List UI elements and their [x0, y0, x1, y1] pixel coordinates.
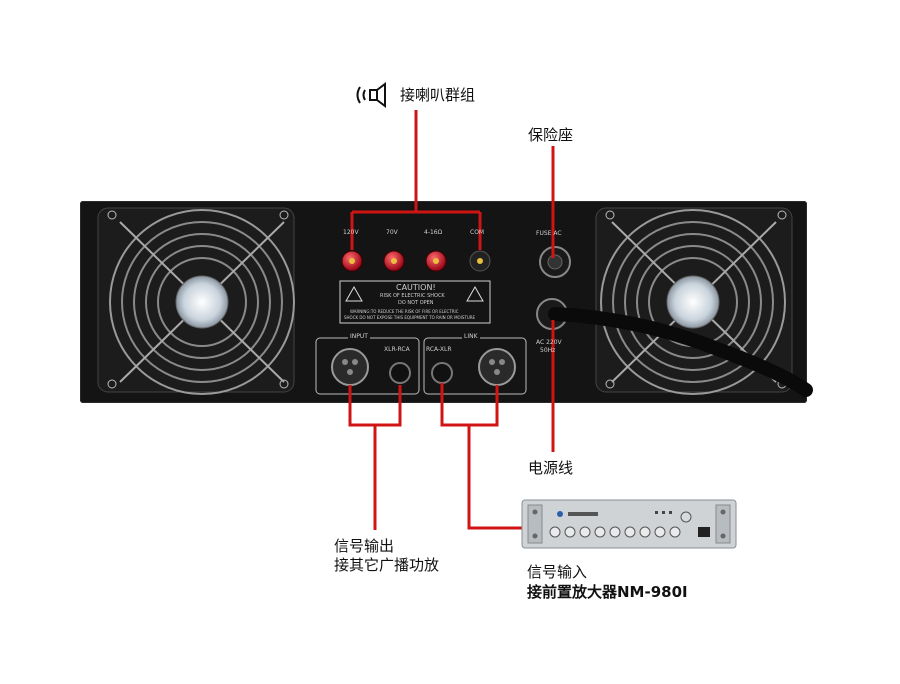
warning-line-1: WARNING:TO REDUCE THE RISK OF FIRE OR EL… — [350, 309, 459, 314]
terminal-label-com: COM — [470, 229, 485, 236]
caution-line-1: RISK OF ELECTRIC SHOCK — [380, 293, 445, 299]
xlr-link-jack — [478, 348, 516, 386]
preamplifier-device — [521, 499, 737, 549]
caution-box — [339, 280, 491, 324]
rca-link-jack — [431, 362, 453, 384]
terminal-label-4-16: 4-16Ω — [424, 229, 443, 236]
terminal-label-120v: 120V — [343, 229, 359, 236]
xlr-rca-label: XLR-RCA — [384, 346, 410, 353]
input-label: INPUT — [348, 333, 370, 340]
right-fan-icon — [595, 207, 793, 395]
speaker-terminals — [341, 250, 491, 272]
link-label: LINK — [462, 333, 480, 340]
signal-out-label-2: 接其它广播功放 — [334, 556, 440, 574]
signal-in-label-2: 接前置放大器NM-980I — [527, 583, 688, 601]
power-cable — [548, 307, 813, 397]
signal-out-label-1: 信号输出 — [334, 537, 395, 555]
terminal-label-70v: 70V — [386, 229, 398, 236]
fuse-holder-label: 保险座 — [528, 126, 574, 144]
connection-wires — [348, 110, 555, 530]
rca-xlr-label: RCA-XLR — [426, 346, 452, 353]
xlr-input-jack — [331, 348, 369, 386]
caution-title: CAUTION! — [396, 283, 436, 292]
warning-line-2: SHOCK DO NOT EXPOSE THIS EQUIPMENT TO RA… — [344, 315, 476, 320]
signal-in-label-1: 信号输入 — [527, 563, 588, 581]
caution-line-2: DO NOT OPEN — [398, 300, 434, 306]
speaker-group-label: 接喇叭群组 — [400, 86, 476, 104]
ac-label-1: AC 220V — [536, 339, 562, 346]
exclamation-warning-icon — [466, 285, 484, 302]
speaker-icon — [352, 82, 396, 108]
shock-warning-icon — [345, 285, 363, 302]
speaker-icon-svg — [356, 82, 386, 108]
power-cord-label: 电源线 — [528, 459, 574, 477]
fuse-label: FUSE AC — [536, 230, 562, 237]
rca-input-jack — [389, 362, 411, 384]
left-fan-icon — [97, 207, 295, 395]
ac-label-2: 50Hz — [540, 347, 556, 354]
